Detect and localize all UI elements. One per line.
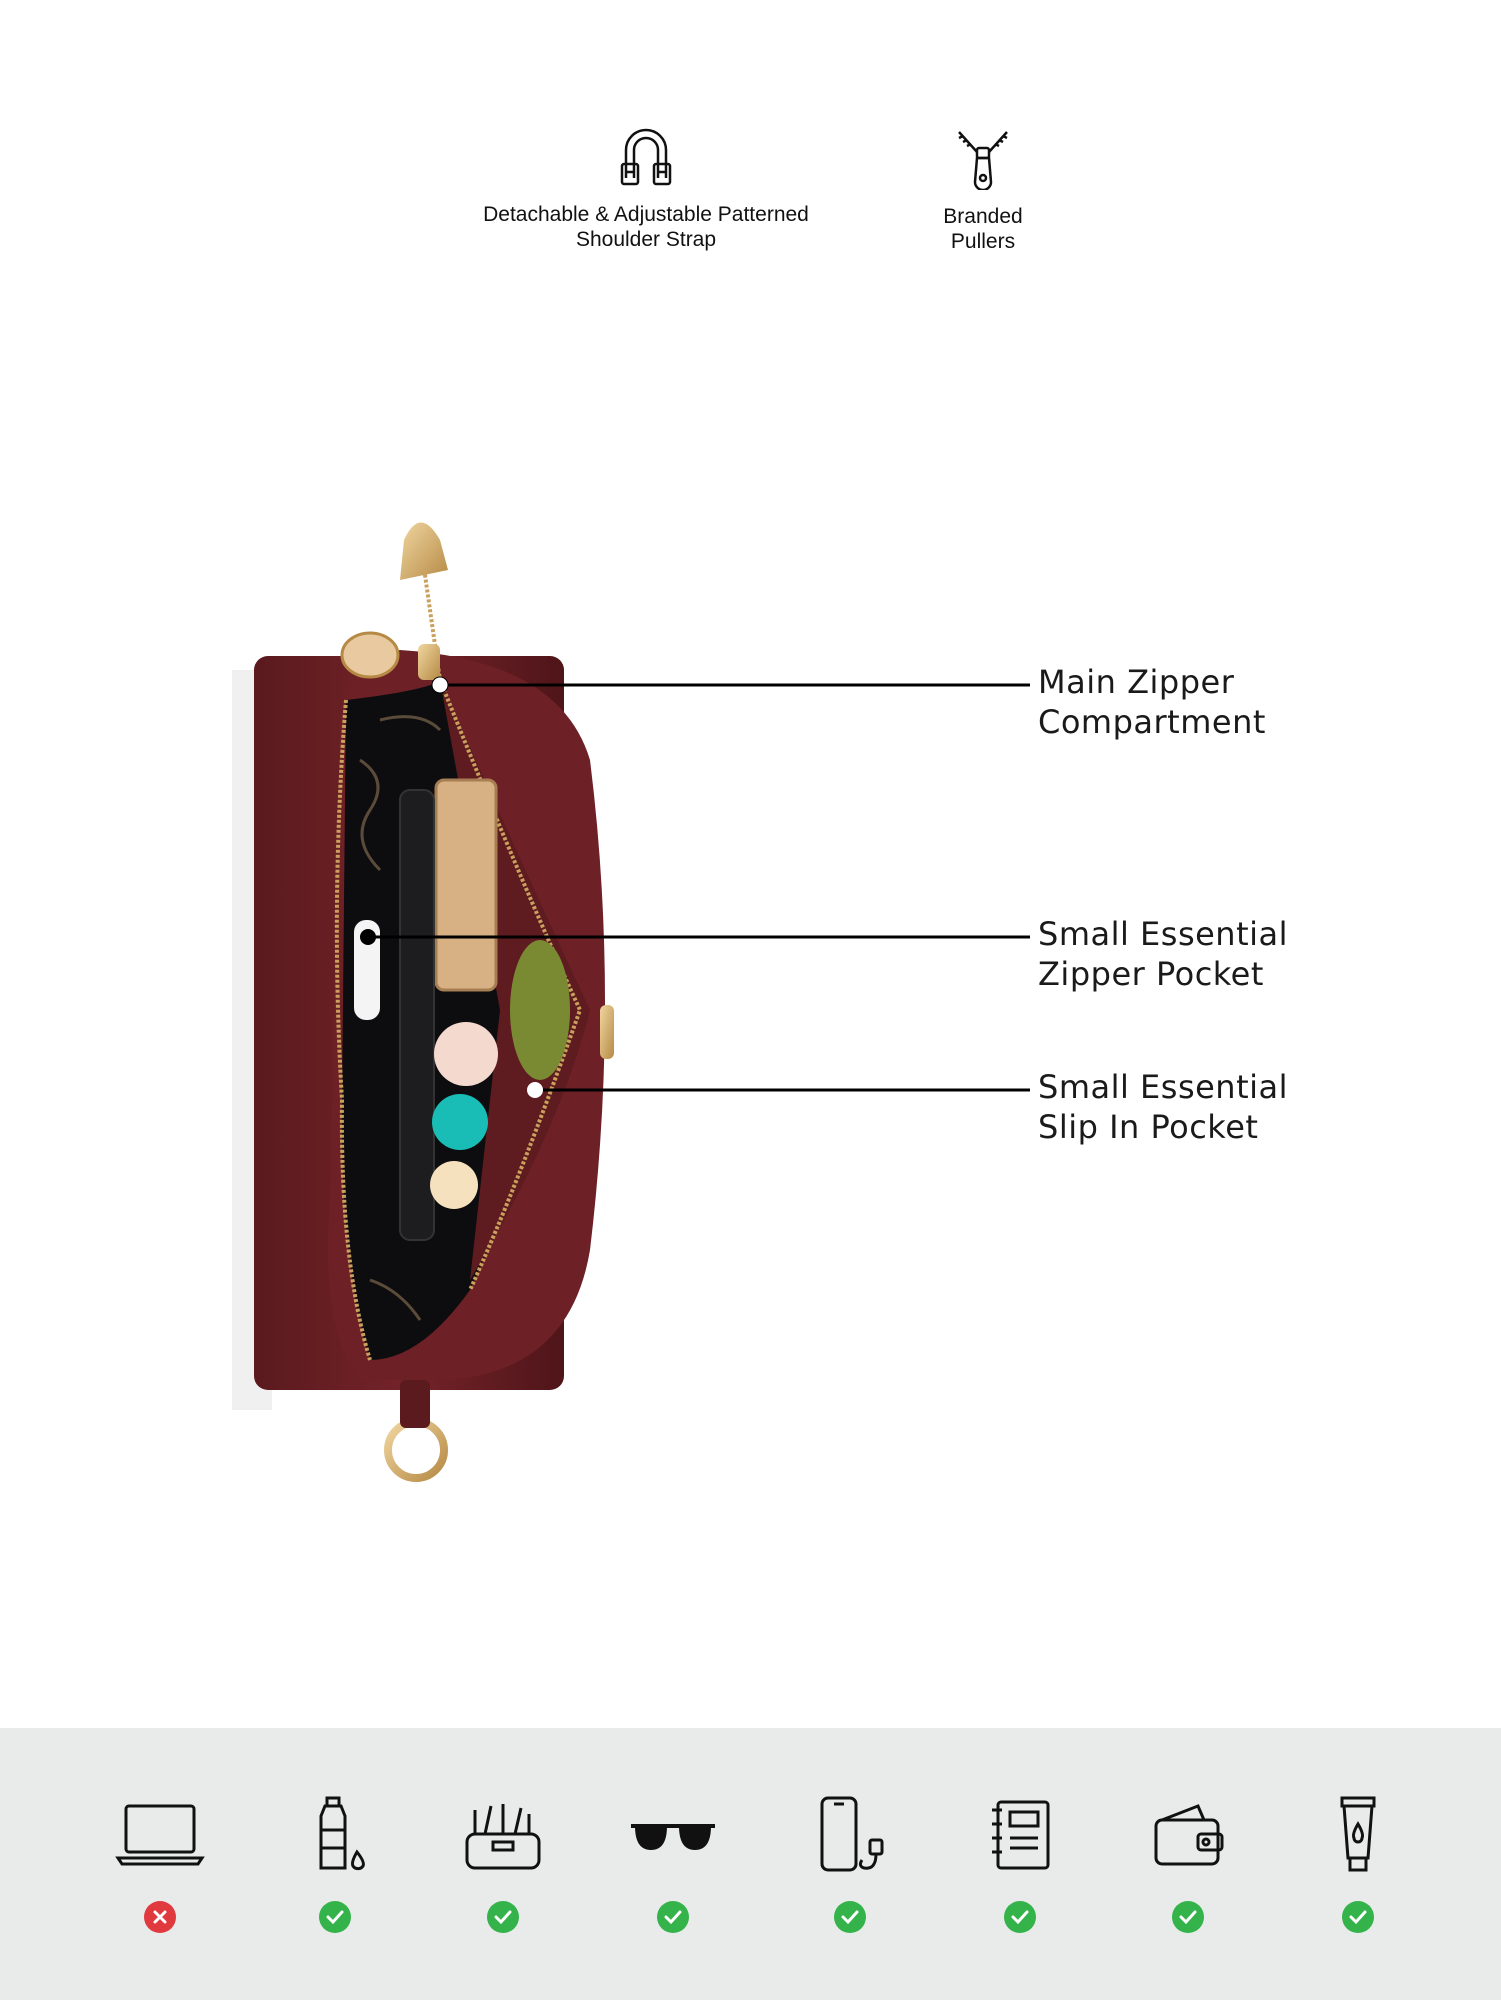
compatibility-bar [0, 1728, 1501, 2000]
callout-slip-pocket: Small Essential Slip In Pocket [1038, 1068, 1289, 1146]
compat-cream-tube [1298, 1796, 1418, 1933]
fits-check-icon [319, 1901, 351, 1933]
fits-check-icon [1172, 1901, 1204, 1933]
compact-cream [430, 1161, 478, 1209]
compat-sunglasses [613, 1796, 733, 1933]
cream-tube-icon [1340, 1796, 1376, 1872]
makeup-kit-icon [465, 1804, 541, 1870]
product-image: Main Zipper Compartment Small Essential … [0, 480, 1501, 1500]
compat-water-bottle [275, 1796, 395, 1933]
compat-wallet [1128, 1796, 1248, 1933]
compact-pink [434, 1022, 498, 1086]
water-bottle-icon [319, 1796, 365, 1871]
bottom-ring [384, 1418, 448, 1482]
shoulder-strap-icon [620, 128, 672, 186]
handbag-illustration [232, 522, 1030, 1482]
green-pouch [510, 940, 570, 1080]
fits-check-icon [657, 1901, 689, 1933]
laptop-icon [115, 1804, 205, 1866]
feature-label: Branded Pullers [943, 205, 1023, 253]
callout-zipper-pocket: Small Essential Zipper Pocket [1038, 915, 1289, 993]
compat-makeup-kit [443, 1796, 563, 1933]
compat-phone-charger [790, 1796, 910, 1933]
callout-main-zipper: Main Zipper Compartment [1038, 663, 1266, 741]
compat-laptop [100, 1796, 220, 1933]
zipper-tab [400, 522, 448, 580]
fits-check-icon [487, 1901, 519, 1933]
wallet-icon [1154, 1804, 1224, 1866]
feature-label: Detachable & Adjustable Patterned Should… [483, 203, 809, 251]
fits-check-icon [1004, 1901, 1036, 1933]
does-not-fit-icon [144, 1901, 176, 1933]
earbuds-inside [354, 920, 380, 1020]
phone-inside [399, 789, 435, 1241]
feature-branded-pullers: Branded Pullers [890, 128, 1076, 254]
callout-lines [360, 676, 1030, 1098]
compat-notebook [960, 1796, 1080, 1933]
sunglasses-icon [631, 1824, 715, 1850]
feature-shoulder-strap: Detachable & Adjustable Patterned Should… [450, 128, 842, 252]
zipper-puller-icon [958, 131, 1008, 190]
fits-check-icon [1342, 1901, 1374, 1933]
wallet-inside [434, 778, 498, 992]
compact-teal [432, 1094, 488, 1150]
fits-check-icon [834, 1901, 866, 1933]
zipper-puller [340, 631, 400, 679]
phone-charger-icon [820, 1796, 884, 1872]
notebook-icon [992, 1800, 1050, 1870]
